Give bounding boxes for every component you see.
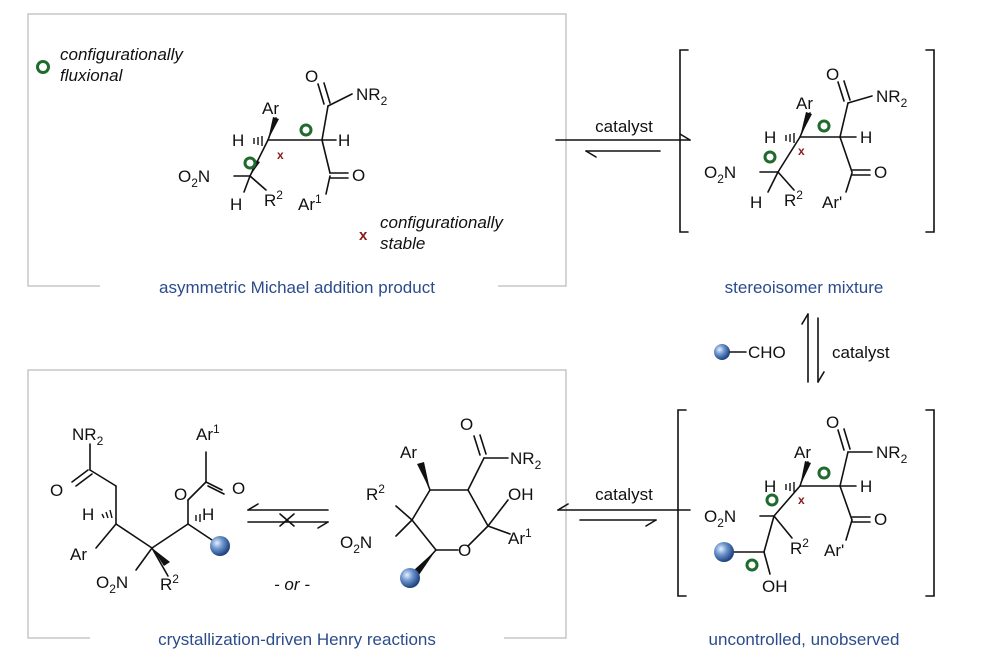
henry-box xyxy=(27,369,567,639)
svg-text:H: H xyxy=(860,128,872,147)
stable-marker-icon: x xyxy=(359,227,368,244)
equilibrium-arrow-bottom: catalyst xyxy=(557,485,691,527)
legend-fluxional-line1: configurationally xyxy=(60,45,184,64)
svg-text:Ar: Ar xyxy=(400,443,417,462)
sphere-substituent-icon xyxy=(714,542,734,562)
caption-michael-product: asymmetric Michael addition product xyxy=(159,278,435,297)
svg-text:O2N: O2N xyxy=(340,533,372,556)
svg-text:R2: R2 xyxy=(790,536,809,558)
aldehyde-label: CHO xyxy=(748,343,786,362)
blocked-equilibrium-arrow: - or - xyxy=(247,503,329,594)
svg-text:NR2: NR2 xyxy=(876,443,908,466)
stable-marker-icon: x xyxy=(798,493,805,507)
svg-text:NR2: NR2 xyxy=(510,449,542,472)
svg-text:Ar1: Ar1 xyxy=(298,192,322,214)
svg-text:H: H xyxy=(230,195,242,214)
fluxional-marker-icon xyxy=(745,558,759,572)
catalyst-label-top: catalyst xyxy=(595,117,653,136)
svg-text:NR2: NR2 xyxy=(356,85,388,108)
fluxional-marker-icon xyxy=(36,60,50,74)
svg-text:H: H xyxy=(750,193,762,212)
equilibrium-arrow-right: CHO catalyst xyxy=(714,313,890,383)
svg-text:O: O xyxy=(352,166,365,185)
fluxional-marker-icon xyxy=(817,466,831,480)
svg-text:Ar: Ar xyxy=(70,545,87,564)
legend-stable-line2: stable xyxy=(380,234,425,253)
fluxional-marker-icon xyxy=(765,493,779,507)
svg-text:R2: R2 xyxy=(264,188,283,210)
open-chain-henry-structure: NR2 O H Ar Ar1 O O H O2N R2 xyxy=(50,422,245,596)
svg-text:O: O xyxy=(458,541,471,560)
stable-marker-icon: x xyxy=(277,148,284,162)
svg-text:O: O xyxy=(874,510,887,529)
svg-text:Ar': Ar' xyxy=(824,541,844,560)
sphere-substituent-icon xyxy=(714,344,730,360)
svg-text:O: O xyxy=(460,415,473,434)
caption-stereoisomer-mixture: stereoisomer mixture xyxy=(725,278,884,297)
svg-text:NR2: NR2 xyxy=(876,87,908,110)
svg-text:O: O xyxy=(305,67,318,86)
svg-text:Ar: Ar xyxy=(794,443,811,462)
svg-text:R2: R2 xyxy=(784,188,803,210)
svg-text:O2N: O2N xyxy=(704,507,736,530)
legend-fluxional: configurationally fluxional xyxy=(36,45,184,85)
svg-text:Ar': Ar' xyxy=(822,193,842,212)
sphere-substituent-icon xyxy=(400,568,420,588)
michael-product-structure: Ar H O NR2 H O Ar1 O2N H R2 x xyxy=(178,67,388,214)
or-label: - or - xyxy=(274,575,310,594)
svg-text:H: H xyxy=(202,505,214,524)
svg-text:O: O xyxy=(826,413,839,432)
svg-text:Ar: Ar xyxy=(262,99,279,118)
svg-text:O2N: O2N xyxy=(96,573,128,596)
fluxional-marker-icon xyxy=(243,156,257,170)
svg-text:H: H xyxy=(860,477,872,496)
sphere-substituent-icon xyxy=(210,536,230,556)
svg-text:OH: OH xyxy=(508,485,534,504)
caption-henry-reactions: crystallization-driven Henry reactions xyxy=(158,630,436,649)
equilibrium-arrow-top: catalyst xyxy=(555,117,691,158)
svg-text:H: H xyxy=(82,505,94,524)
svg-text:R2: R2 xyxy=(366,482,385,504)
svg-text:Ar: Ar xyxy=(796,94,813,113)
fluxional-marker-icon xyxy=(299,123,313,137)
fluxional-marker-icon xyxy=(817,119,831,133)
svg-text:H: H xyxy=(232,131,244,150)
catalyst-label-right: catalyst xyxy=(832,343,890,362)
svg-text:O: O xyxy=(174,485,187,504)
stable-marker-icon: x xyxy=(798,144,805,158)
svg-text:O2N: O2N xyxy=(178,167,210,190)
legend-stable-line1: configurationally xyxy=(380,213,504,232)
svg-text:H: H xyxy=(764,477,776,496)
tetrahydropyran-structure: Ar O NR2 OH Ar1 O R2 O2N xyxy=(340,415,542,588)
uncontrolled-product-structure: Ar H O NR2 H O Ar' O2N R2 OH x xyxy=(677,409,935,597)
svg-text:Ar1: Ar1 xyxy=(196,422,220,444)
legend-stable: x configurationally stable xyxy=(359,213,504,253)
fluxional-marker-icon xyxy=(763,150,777,164)
svg-text:Ar1: Ar1 xyxy=(508,526,532,548)
svg-text:O: O xyxy=(874,163,887,182)
svg-text:NR2: NR2 xyxy=(72,425,104,448)
svg-text:R2: R2 xyxy=(160,572,179,594)
svg-text:H: H xyxy=(764,128,776,147)
catalyst-label-bottom: catalyst xyxy=(595,485,653,504)
svg-text:H: H xyxy=(338,131,350,150)
caption-uncontrolled: uncontrolled, unobserved xyxy=(709,630,900,649)
svg-text:OH: OH xyxy=(762,577,788,596)
svg-text:O: O xyxy=(50,481,63,500)
svg-text:O: O xyxy=(826,65,839,84)
svg-text:O: O xyxy=(232,479,245,498)
stereoisomer-mixture-structure: Ar H O NR2 H O Ar' O2N H R2 x xyxy=(679,49,935,233)
svg-text:O2N: O2N xyxy=(704,163,736,186)
legend-fluxional-line2: fluxional xyxy=(60,66,124,85)
